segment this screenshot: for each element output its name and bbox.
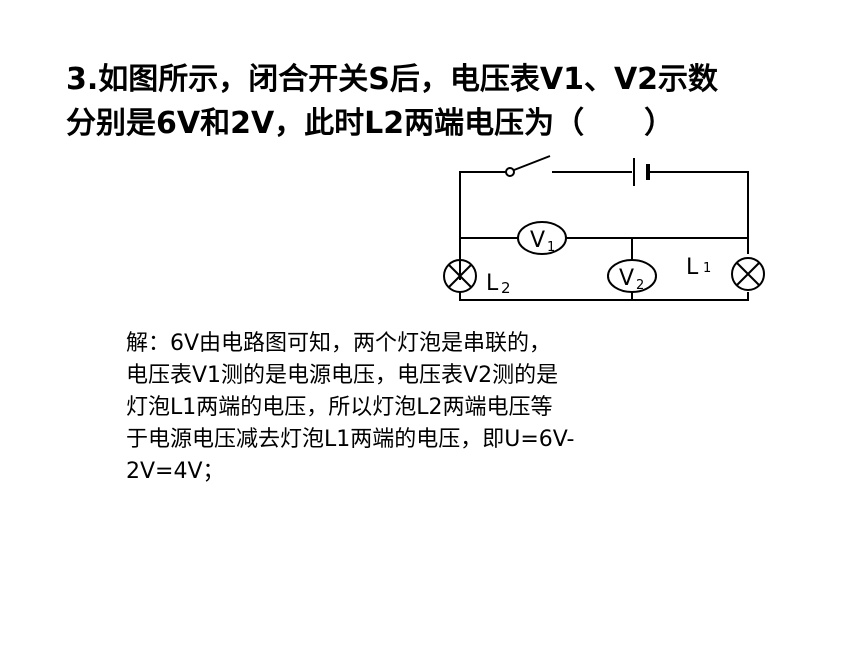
lamp-l2-letter: L (486, 271, 499, 296)
lamp-l2-label: L 2 (486, 271, 511, 297)
switch-blade (513, 155, 551, 171)
voltmeter-v2-subscript: 2 (636, 278, 644, 293)
answer-text: 解：6V由电路图可知，两个灯泡是串联的， 电压表V1测的是电源电压，电压表V2测… (126, 328, 716, 488)
voltmeter-v2-letter: V (619, 266, 634, 291)
answer-line-1: 解：6V由电路图可知，两个灯泡是串联的， (126, 331, 552, 356)
answer-line-5: 2V=4V； (126, 459, 225, 484)
answer-line-2: 电压表V1测的是电源电压，电压表V2测的是 (126, 363, 559, 388)
answer-line-4: 于电源电压减去灯泡L1两端的电压，即U=6V- (126, 427, 575, 452)
circuit-diagram: V 1 V 2 L 2 L 1 (443, 155, 765, 301)
wire-top-right (650, 171, 749, 254)
voltmeter-v2: V 2 (607, 259, 657, 293)
lamp-l1-subscript: 1 (703, 261, 711, 276)
wire-top-left (459, 171, 506, 280)
voltmeter-v1-subscript: 1 (547, 240, 555, 255)
question-line-1: 3.如图所示，闭合开关S后，电压表V1、V2示数 (66, 62, 719, 97)
lamp-l1-icon (731, 257, 765, 291)
lamp-l1-label: L 1 (686, 255, 711, 280)
voltmeter-v1: V 1 (517, 221, 567, 255)
answer-line-3: 灯泡L1两端的电压，所以灯泡L2两端电压等 (126, 395, 553, 420)
question-text: 3.如图所示，闭合开关S后，电压表V1、V2示数 分别是6V和2V，此时L2两端… (66, 58, 786, 146)
lamp-l2-subscript: 2 (501, 279, 511, 297)
question-line-2: 分别是6V和2V，此时L2两端电压为（ ） (66, 106, 675, 141)
switch-pivot (505, 167, 515, 177)
wire-bottom (459, 292, 749, 301)
voltmeter-v1-letter: V (530, 228, 545, 253)
lamp-l1-letter: L (686, 255, 699, 280)
